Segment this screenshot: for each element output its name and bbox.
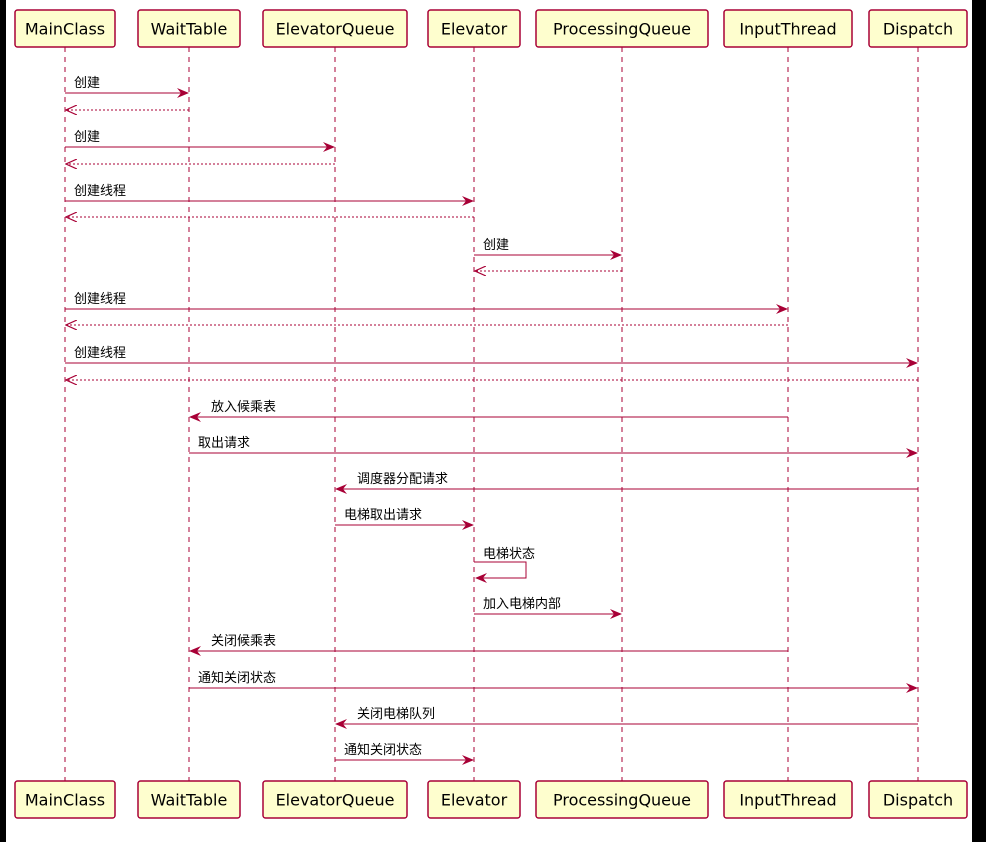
message-15: 调度器分配请求 — [335, 471, 918, 494]
participant-box — [535, 9, 709, 48]
participant-box — [868, 780, 968, 819]
message-17: 电梯状态 — [474, 547, 535, 583]
message-18: 加入电梯内部 — [474, 596, 622, 619]
participant-box — [723, 780, 853, 819]
message-5: 创建线程 — [65, 184, 474, 206]
participant-box — [723, 9, 853, 48]
participant-label: Elevator — [441, 791, 508, 810]
participant-box — [427, 9, 521, 48]
message-arrow — [474, 561, 527, 583]
message-label: 通知关闭状态 — [344, 742, 422, 758]
participant-label: InputThread — [739, 20, 836, 39]
participant-box — [137, 9, 241, 48]
lifelines — [64, 47, 919, 781]
messages: 创建创建创建线程创建创建线程创建线程放入候乘表取出请求调度器分配请求电梯取出请求… — [65, 76, 918, 765]
participant-elevatorqueue-top: ElevatorQueue — [262, 9, 408, 48]
message-label: 创建 — [74, 76, 100, 91]
message-11: 创建线程 — [65, 346, 918, 368]
message-label: 创建线程 — [74, 346, 126, 361]
message-label: 关闭电梯队列 — [357, 707, 435, 722]
message-19: 关闭候乘表 — [189, 634, 788, 656]
message-label: 取出请求 — [198, 436, 250, 451]
participant-mainclass-bottom: MainClass — [14, 780, 116, 819]
participant-label: ElevatorQueue — [276, 791, 395, 810]
participant-dispatch-top: Dispatch — [868, 9, 968, 48]
participant-label: ElevatorQueue — [276, 20, 395, 39]
participant-box — [868, 9, 968, 48]
message-7: 创建 — [474, 238, 622, 260]
message-13: 放入候乘表 — [189, 400, 788, 422]
participant-box — [427, 780, 521, 819]
message-label: 调度器分配请求 — [357, 471, 448, 487]
participant-box — [262, 9, 408, 48]
participant-elevatorqueue-bottom: ElevatorQueue — [262, 780, 408, 819]
message-label: 创建 — [483, 238, 509, 253]
participant-label: ProcessingQueue — [553, 791, 691, 810]
participant-waittable-bottom: WaitTable — [137, 780, 241, 819]
participant-label: InputThread — [739, 791, 836, 810]
message-label: 通知关闭状态 — [198, 670, 276, 686]
message-21: 关闭电梯队列 — [335, 707, 918, 729]
participant-box — [535, 780, 709, 819]
message-22: 通知关闭状态 — [335, 742, 474, 765]
participant-elevator-top: Elevator — [427, 9, 521, 48]
participant-label: Elevator — [441, 20, 508, 39]
participant-mainclass-top: MainClass — [14, 9, 116, 48]
participant-processingqueue-top: ProcessingQueue — [535, 9, 709, 48]
message-label: 创建线程 — [74, 292, 126, 307]
participant-box — [137, 780, 241, 819]
participant-label: Dispatch — [883, 791, 953, 810]
sequence-diagram: MainClassMainClassWaitTableWaitTableElev… — [14, 9, 968, 819]
message-label: 放入候乘表 — [211, 400, 276, 415]
message-9: 创建线程 — [65, 292, 788, 314]
participant-box — [262, 780, 408, 819]
message-20: 通知关闭状态 — [189, 670, 918, 693]
participant-label: MainClass — [25, 20, 105, 39]
message-label: 关闭候乘表 — [211, 634, 276, 649]
participant-label: WaitTable — [151, 791, 228, 810]
participant-label: MainClass — [25, 791, 105, 810]
participant-box — [14, 9, 116, 48]
participant-box — [14, 780, 116, 819]
participant-waittable-top: WaitTable — [137, 9, 241, 48]
participant-processingqueue-bottom: ProcessingQueue — [535, 780, 709, 819]
message-16: 电梯取出请求 — [335, 508, 474, 530]
participant-label: WaitTable — [151, 20, 228, 39]
participant-elevator-bottom: Elevator — [427, 780, 521, 819]
message-label: 加入电梯内部 — [483, 596, 561, 612]
message-14: 取出请求 — [189, 436, 918, 458]
message-label: 创建 — [74, 130, 100, 145]
participant-inputthread-bottom: InputThread — [723, 780, 853, 819]
message-label: 电梯取出请求 — [344, 508, 422, 523]
participant-dispatch-bottom: Dispatch — [868, 780, 968, 819]
participant-label: Dispatch — [883, 20, 953, 39]
message-label: 创建线程 — [74, 184, 126, 199]
message-1: 创建 — [65, 76, 189, 98]
message-3: 创建 — [65, 130, 335, 152]
message-label: 电梯状态 — [483, 547, 535, 562]
participant-label: ProcessingQueue — [553, 20, 691, 39]
participant-inputthread-top: InputThread — [723, 9, 853, 48]
